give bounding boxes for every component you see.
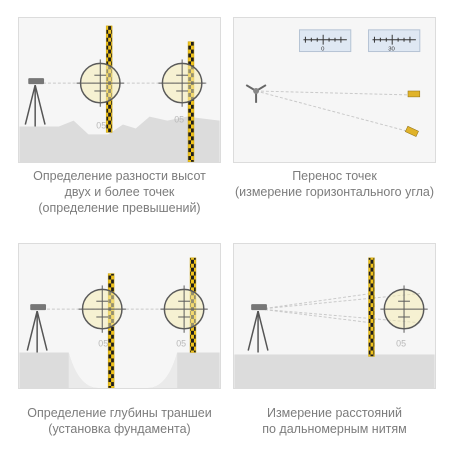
reticle-1 — [76, 59, 124, 107]
target-staff-1 — [407, 90, 421, 98]
caption-line: Определение глубины траншеи — [27, 406, 212, 420]
level-tripod — [24, 84, 46, 127]
level-tripod — [26, 310, 48, 353]
ground-with-trench — [19, 352, 220, 388]
caption-trench-depth: Определение глубины траншеи (установка ф… — [12, 405, 227, 437]
stadia-reticle — [380, 285, 428, 333]
panel-point-transfer: 0 30 — [233, 17, 436, 163]
caption-line: Определение разности высот — [33, 169, 206, 183]
height-difference-illustration: 05 05 — [19, 25, 220, 162]
ground-terrain — [19, 116, 220, 162]
caption-line: Измерение расстояний — [266, 406, 403, 420]
level-instrument — [251, 304, 267, 311]
panel-distance: 05 — [233, 243, 436, 389]
caption-line: (измерение горизонтального угла) — [234, 185, 435, 199]
caption-line: (определение превышений) — [38, 201, 201, 215]
leveling-staff — [368, 257, 375, 357]
staff-label: 05 — [396, 339, 406, 349]
ray-1 — [256, 90, 410, 96]
target-staff-2 — [404, 125, 419, 137]
staff-label-1: 05 — [96, 120, 106, 130]
reticle-2 — [160, 285, 208, 333]
scale-label-30: 30 — [388, 47, 395, 53]
caption-line: (установка фундамента) — [48, 422, 191, 436]
staff-label-2: 05 — [174, 115, 184, 125]
level-tripod — [247, 310, 269, 353]
leveling-staff-1 — [107, 273, 115, 388]
distance-illustration: 05 — [234, 257, 435, 388]
caption-line: Перенос точек — [292, 169, 377, 183]
staff-label-1: 05 — [98, 339, 108, 349]
staff-label-2: 05 — [176, 339, 186, 349]
scale-label-0: 0 — [321, 47, 325, 53]
scale-box-1: 0 — [298, 29, 352, 53]
ray-2 — [255, 90, 413, 133]
trench-depth-illustration: 05 05 — [19, 257, 220, 388]
level-instrument — [28, 78, 45, 85]
panel-trench-depth: 05 05 — [18, 243, 221, 389]
panel-height-difference: 05 05 — [18, 17, 221, 163]
scale-box-2: 30 — [368, 29, 421, 53]
reticle-1 — [78, 285, 126, 333]
level-instrument — [30, 304, 47, 311]
caption-line: двух и более точек — [64, 185, 175, 199]
caption-height-difference: Определение разности высот двух и более … — [12, 168, 227, 216]
caption-line: по дальномерным нитям — [262, 422, 407, 436]
ground-flat — [234, 354, 435, 388]
point-transfer-illustration: 0 30 — [245, 29, 421, 137]
caption-distance: Измерение расстояний по дальномерным нит… — [227, 405, 442, 437]
caption-point-transfer: Перенос точек (измерение горизонтального… — [227, 168, 442, 200]
reticle-2 — [158, 59, 206, 107]
